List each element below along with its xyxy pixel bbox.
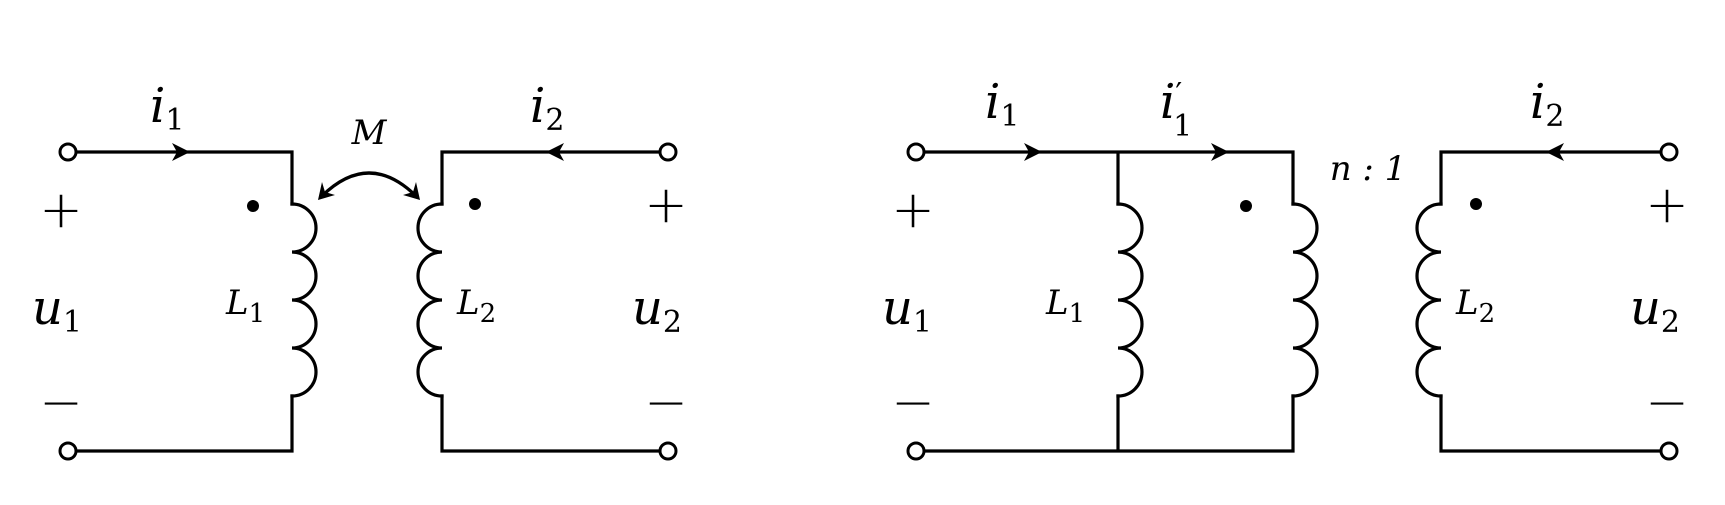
arrow-right-icon <box>172 143 190 161</box>
arrow-left-icon <box>1546 143 1564 161</box>
current-i2-label: i2 <box>530 78 564 138</box>
terminal-2-bottom <box>1659 441 1679 461</box>
plus-sign: + <box>39 180 83 240</box>
polarity-dot-icon <box>469 198 481 210</box>
inductor-l1-label: L1 <box>1045 283 1085 329</box>
current-i1-label: i1 <box>150 78 184 138</box>
ideal-transformer-equivalent-circuit: i1 i′1 i2 n : 1 + − + − u1 u2 L1 L2 <box>882 74 1689 461</box>
arrow-right-icon <box>1211 143 1229 161</box>
voltage-u2-label: u2 <box>632 280 682 340</box>
terminal-2-top <box>1659 142 1679 162</box>
plus-sign: + <box>891 180 935 240</box>
turns-ratio-label: n : 1 <box>1330 149 1407 189</box>
mutual-coupling-arrow <box>319 171 419 199</box>
voltage-u1-label: u1 <box>882 280 932 340</box>
terminal-1-bottom <box>58 441 78 461</box>
current-i1-label: i1 <box>985 74 1019 134</box>
terminal-2-top <box>658 142 678 162</box>
minus-sign: − <box>39 373 83 433</box>
polarity-dot-icon <box>1470 198 1482 210</box>
current-i2-label: i2 <box>1530 74 1564 134</box>
plus-sign: + <box>1645 175 1689 235</box>
inductor-l1 <box>290 202 318 398</box>
arrow-left-icon <box>546 143 564 161</box>
arrowhead-icon <box>318 182 335 200</box>
wire-primary <box>74 150 294 453</box>
inductor-l2 <box>1415 202 1443 398</box>
voltage-u1-label: u1 <box>32 280 82 340</box>
wire-primary <box>922 150 1295 453</box>
current-i1-prime-label: i′1 <box>1160 74 1192 144</box>
minus-sign: − <box>1645 373 1689 433</box>
terminal-1-top <box>58 142 78 162</box>
terminal-1-bottom <box>906 441 926 461</box>
minus-sign: − <box>891 373 935 433</box>
arrow-right-icon <box>1024 143 1042 161</box>
inductor-l2-label: L2 <box>1455 283 1495 329</box>
wire-secondary <box>1439 150 1663 453</box>
arrowhead-icon <box>403 182 420 200</box>
transformer-primary-winding <box>1291 202 1319 398</box>
voltage-u2-label: u2 <box>1630 280 1680 340</box>
inductor-l1-label: L1 <box>225 283 265 329</box>
minus-sign: − <box>644 373 688 433</box>
inductor-l2 <box>416 202 444 398</box>
inductor-l2-label: L2 <box>456 283 496 329</box>
plus-sign: + <box>644 175 688 235</box>
terminal-1-top <box>906 142 926 162</box>
terminal-2-bottom <box>658 441 678 461</box>
polarity-dot-icon <box>1240 200 1252 212</box>
coupled-inductor-circuit: i1 i2 M + − + − u1 u2 L1 L2 <box>32 78 688 461</box>
inductor-l1 <box>1116 202 1144 398</box>
polarity-dot-icon <box>247 200 259 212</box>
wire-secondary <box>440 150 662 453</box>
mutual-inductance-label: M <box>351 113 388 153</box>
